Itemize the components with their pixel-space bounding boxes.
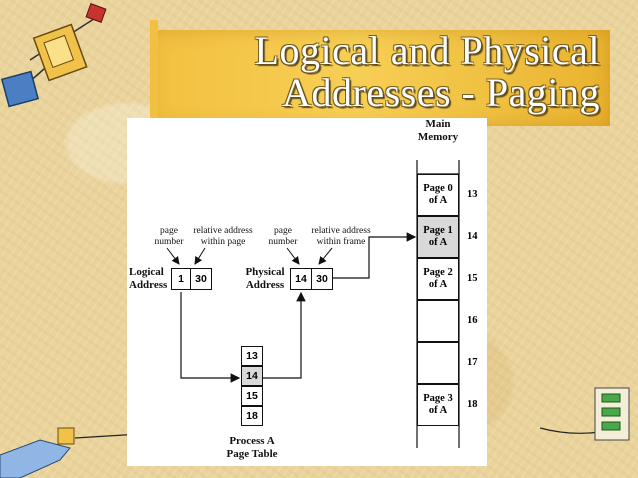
memory-frame-13: Page 0 of A [417,174,459,216]
physical-offset-box: 30 [311,268,333,290]
memory-frame-14: Page 1 of A [417,216,459,258]
frame-number: 16 [467,315,478,326]
page-table-entry: 18 [241,406,263,426]
memory-frame-18: Page 3 of A [417,384,459,426]
slide-title: Logical and Physical Addresses - Paging [150,30,600,114]
relative-address-frame-label: relative address within frame [311,226,371,247]
frame-number: 14 [467,231,478,242]
physical-address-label: Physical Address [245,266,285,291]
title-band [150,20,610,136]
page-number-label-physical: page number [268,226,298,247]
frame-number: 17 [467,357,478,368]
title-line-2: Addresses - Paging [282,70,600,115]
network-clipart-icon [0,3,107,108]
logical-offset-box: 30 [190,268,212,290]
memory-frame-16 [417,300,459,342]
main-memory-label: Main Memory [417,118,459,143]
page-number-label: page number [154,226,184,247]
frame-number: 13 [467,189,478,200]
page-table-entry: 13 [241,346,263,366]
physical-frame-box: 14 [290,268,312,290]
page-table-entry-selected: 14 [241,366,263,386]
page-table-label: Process A Page Table [226,435,278,460]
hand-clipart-icon [0,427,140,478]
frame-number: 18 [467,399,478,410]
logical-page-box: 1 [171,268,191,290]
memory-frame-15: Page 2 of A [417,258,459,300]
paging-diagram: Main Memory page number relative address… [127,118,487,466]
frame-number: 15 [467,273,478,284]
logical-address-label: Logical Address [129,266,168,291]
memory-frame-17 [417,342,459,384]
page-table-entry: 15 [241,386,263,406]
relative-address-page-label: relative address within page [193,226,253,247]
title-line-1: Logical and Physical [254,28,600,73]
flowchart-clipart-icon [540,387,630,441]
